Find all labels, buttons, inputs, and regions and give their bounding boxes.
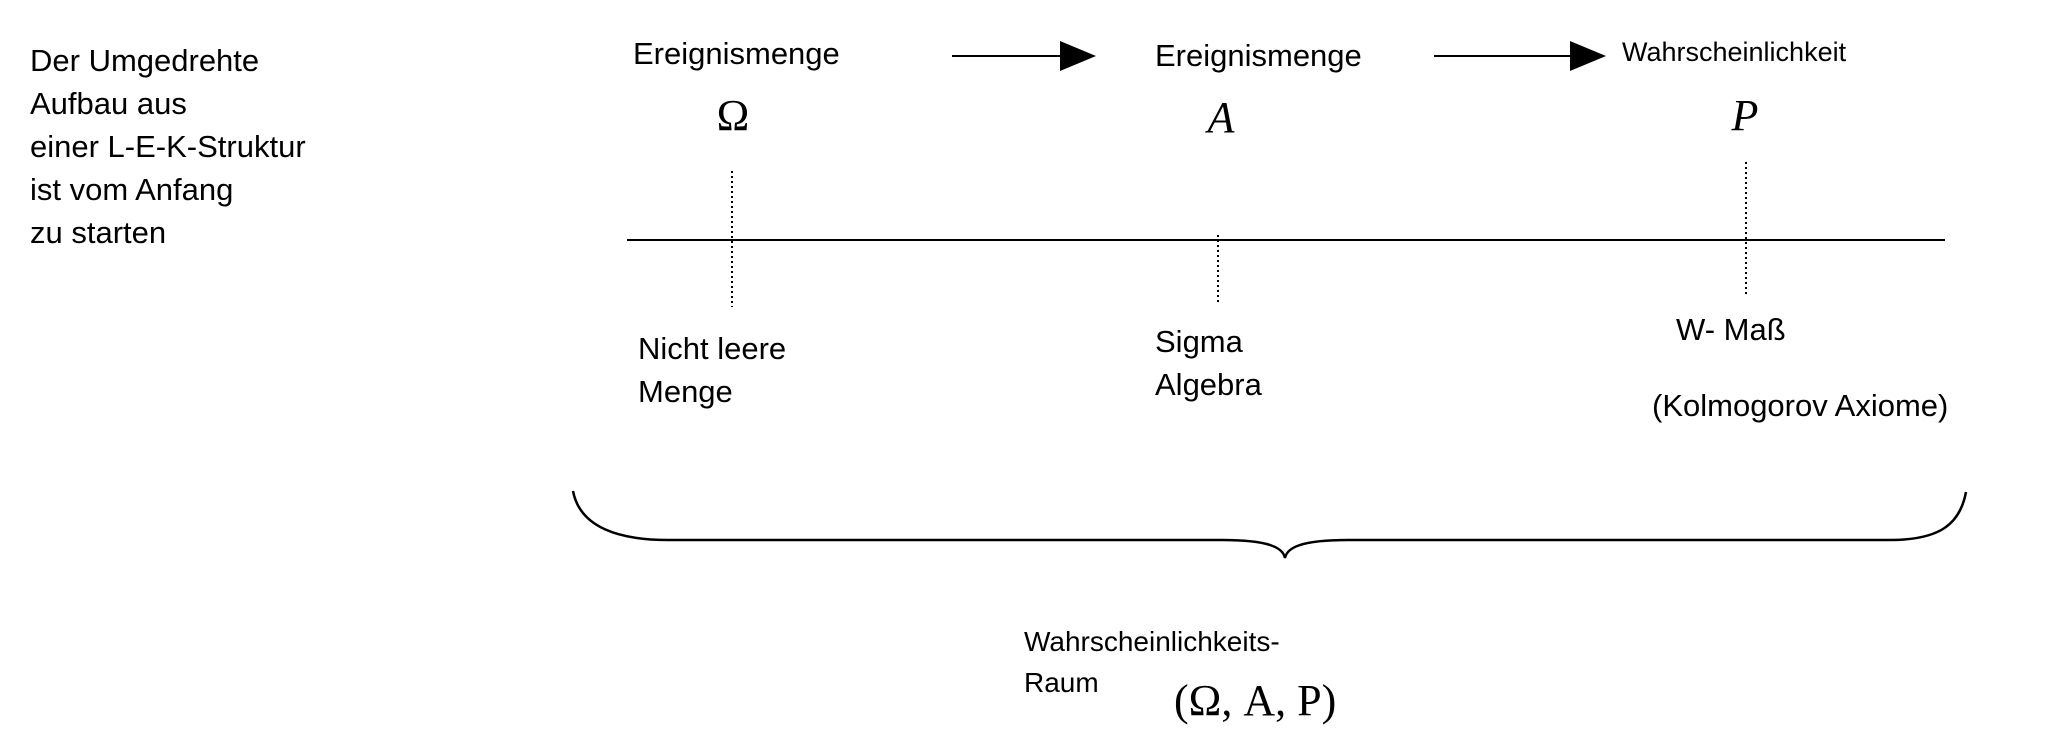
space-formula: (Ω, A, P)	[1174, 676, 1336, 725]
intro-line: Der Umgedrehte	[30, 43, 259, 78]
curly-brace	[571, 490, 1968, 559]
node-note-line: Nicht leere	[638, 331, 786, 366]
node-a: Ereignismenge A Sigma Algebra	[1155, 38, 1362, 402]
intro-line: ist vom Anfang	[30, 172, 233, 207]
arrowhead-1	[1060, 41, 1096, 71]
node-note-line: Menge	[638, 374, 733, 409]
space-label-line: Raum	[1024, 667, 1099, 698]
node-note-line: W- Maß	[1676, 312, 1786, 347]
intro-text: Der Umgedrehte Aufbau aus einer L-E-K-St…	[30, 43, 306, 250]
node-symbol: Ω	[717, 91, 750, 140]
intro-line: Aufbau aus	[30, 86, 187, 121]
node-omega: Ereignismenge Ω Nicht leere Menge	[633, 36, 840, 409]
node-note-line: Algebra	[1155, 367, 1263, 402]
node-note-line: Sigma	[1155, 324, 1244, 359]
intro-line: einer L-E-K-Struktur	[30, 129, 306, 164]
node-heading: Ereignismenge	[633, 36, 840, 71]
arrowhead-2	[1570, 41, 1606, 71]
node-heading: Wahrscheinlichkeit	[1622, 37, 1847, 67]
intro-line: zu starten	[30, 215, 166, 250]
node-symbol: A	[1205, 93, 1236, 142]
node-heading: Ereignismenge	[1155, 38, 1362, 73]
node-symbol: P	[1731, 91, 1759, 140]
node-sub-note: (Kolmogorov Axiome)	[1652, 388, 1948, 423]
node-p: Wahrscheinlichkeit P W- Maß (Kolmogorov …	[1622, 37, 1948, 423]
probability-space: Wahrscheinlichkeits- Raum (Ω, A, P)	[1024, 626, 1336, 725]
space-label-line: Wahrscheinlichkeits-	[1024, 626, 1280, 657]
